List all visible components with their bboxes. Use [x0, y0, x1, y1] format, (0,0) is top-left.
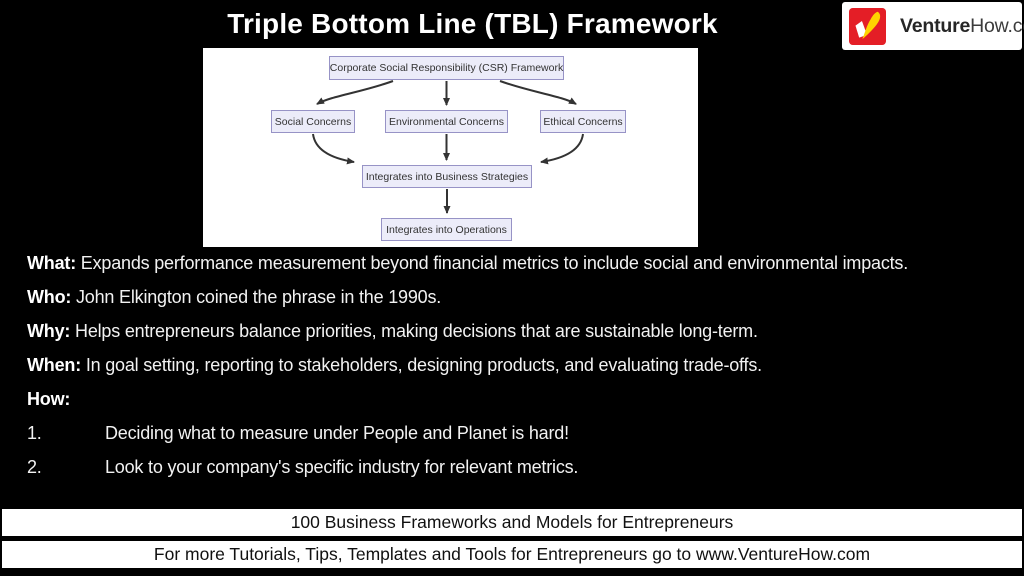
diagram-arrows — [312, 80, 584, 214]
venturehow-check-icon — [849, 7, 886, 45]
footer-url-text: For more Tutorials, Tips, Templates and … — [153, 544, 871, 564]
logo-wordmark: VentureHow.com — [900, 15, 1024, 38]
footer-url-bar: For more Tutorials, Tips, Templates and … — [2, 541, 1022, 568]
who-line: Who: John Elkington coined the phrase in… — [27, 284, 939, 310]
logo-wordmark-rest: How.com — [970, 14, 1024, 37]
list-item-1-number: 1. — [27, 423, 42, 443]
list-item-2: 2. Look to your company's specific indus… — [27, 454, 939, 480]
why-text: Helps entrepreneurs balance priorities, … — [75, 321, 758, 341]
why-line: Why: Helps entrepreneurs balance priorit… — [27, 318, 939, 344]
when-line: When: In goal setting, reporting to stak… — [27, 352, 939, 378]
diagram-node-environmental-concerns: Environmental Concerns — [385, 110, 508, 133]
who-text: John Elkington coined the phrase in the … — [76, 287, 442, 307]
why-label: Why: — [27, 321, 71, 341]
diagram-node-social-concerns: Social Concerns — [271, 110, 355, 133]
diagram-node-ethical-concerns: Ethical Concerns — [540, 110, 626, 133]
when-text: In goal setting, reporting to stakeholde… — [85, 355, 762, 375]
body-text: What: Expands performance measurement be… — [27, 250, 939, 488]
list-item-2-text: Look to your company's specific industry… — [105, 457, 579, 477]
venturehow-logo: VentureHow.com — [842, 2, 1024, 50]
list-item-2-number: 2. — [27, 457, 42, 477]
diagram-panel: Corporate Social Responsibility (CSR) Fr… — [203, 48, 698, 247]
logo-wordmark-bold: Venture — [900, 14, 971, 37]
what-label: What: — [27, 253, 76, 273]
how-line: How: — [27, 386, 939, 412]
what-text: Expands performance measurement beyond f… — [80, 253, 909, 273]
footer-series-bar: 100 Business Frameworks and Models for E… — [2, 509, 1022, 536]
diagram-node-operations: Integrates into Operations — [381, 218, 512, 241]
diagram-node-business-strategies: Integrates into Business Strategies — [362, 165, 532, 188]
how-label: How: — [27, 389, 71, 409]
when-label: When: — [27, 355, 81, 375]
page-title: Triple Bottom Line (TBL) Framework — [227, 8, 718, 39]
list-item-1-text: Deciding what to measure under People an… — [105, 423, 569, 443]
what-line: What: Expands performance measurement be… — [27, 250, 939, 276]
diagram-node-csr-framework: Corporate Social Responsibility (CSR) Fr… — [329, 56, 564, 80]
footer-series-text: 100 Business Frameworks and Models for E… — [290, 512, 734, 532]
who-label: Who: — [27, 287, 72, 307]
list-item-1: 1. Deciding what to measure under People… — [27, 420, 939, 446]
